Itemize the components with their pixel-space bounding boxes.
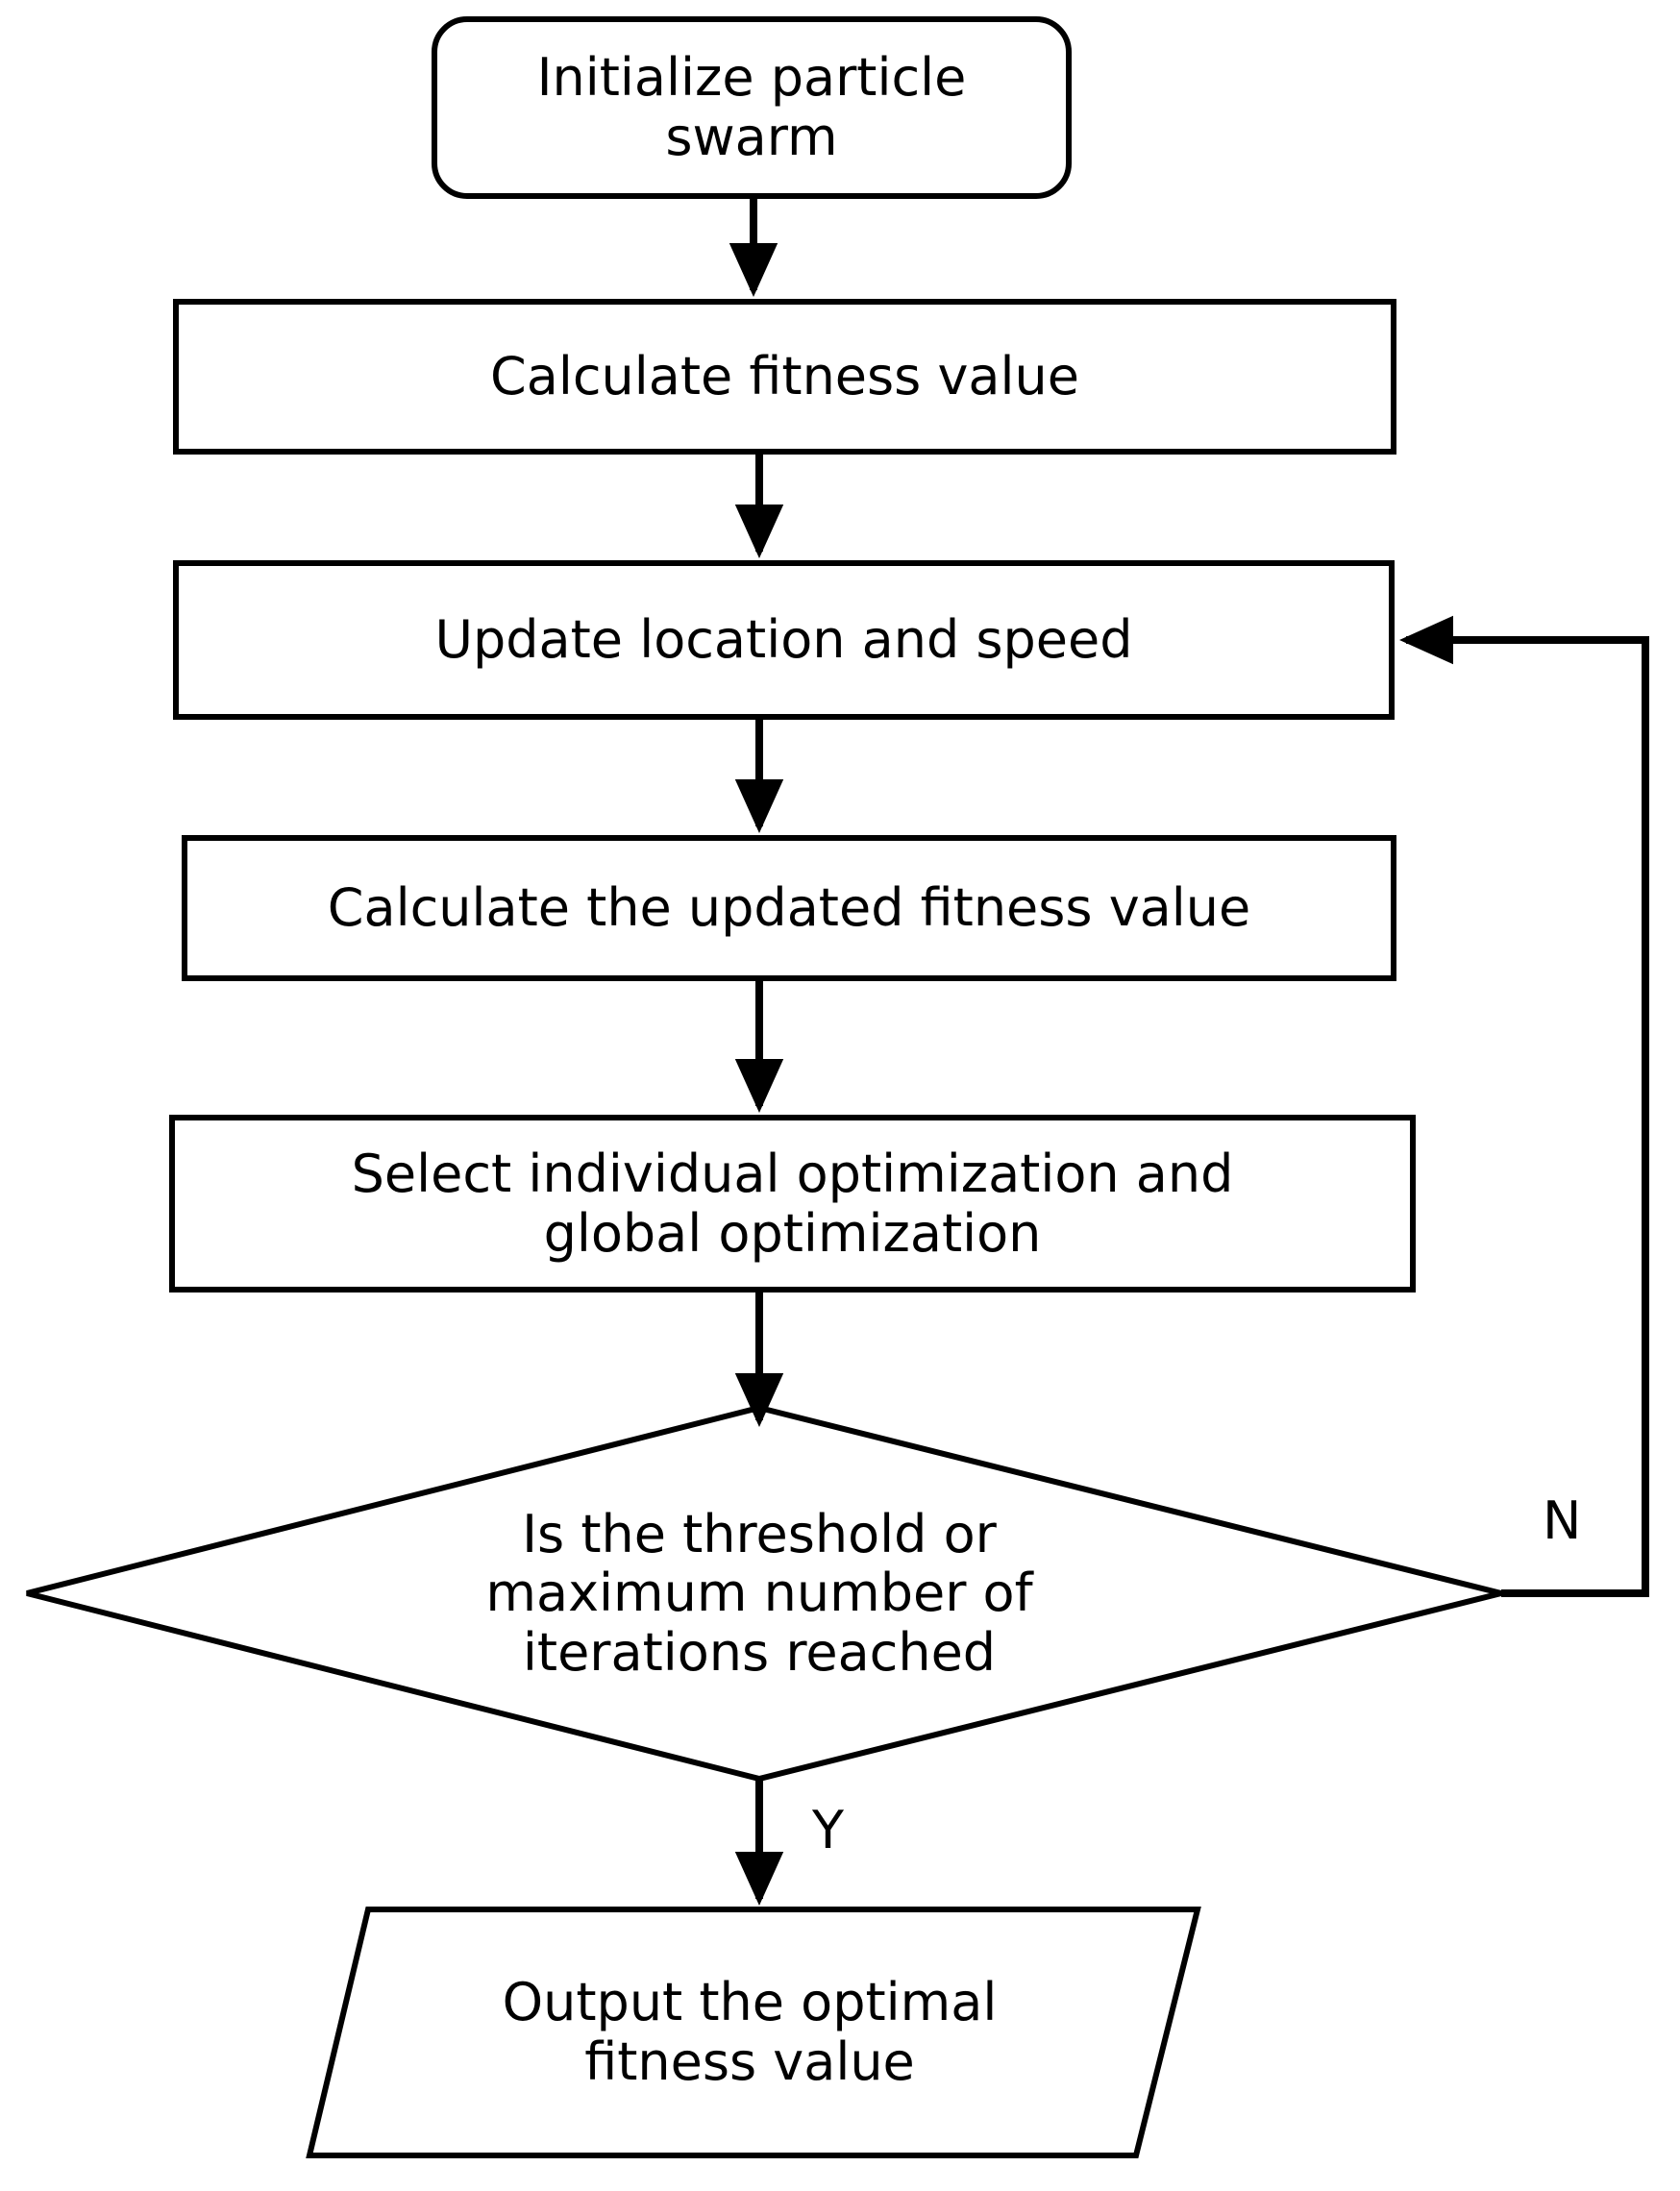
node-output-optimal[interactable]	[309, 1909, 1198, 2155]
node-shape-output-optimal	[306, 1907, 1201, 2158]
node-decision-threshold[interactable]	[27, 1408, 1501, 1779]
node-shape-update-location-speed	[173, 560, 1395, 720]
node-shape-calc-fitness	[173, 299, 1396, 455]
node-calc-fitness[interactable]	[176, 302, 1394, 452]
node-initialize[interactable]	[434, 19, 1069, 196]
edge-decision-no-loop	[1399, 615, 1649, 1597]
node-select-optimization[interactable]	[172, 1118, 1413, 1290]
node-update-location-speed[interactable]	[176, 563, 1392, 717]
edge-label-branch-no: N	[1543, 1490, 1582, 1551]
node-calc-updated-fitness[interactable]	[185, 838, 1394, 978]
node-shape-calc-updated-fitness	[182, 835, 1396, 981]
edge-label-branch-yes: Y	[812, 1800, 844, 1860]
node-shape-select-optimization	[169, 1115, 1416, 1292]
